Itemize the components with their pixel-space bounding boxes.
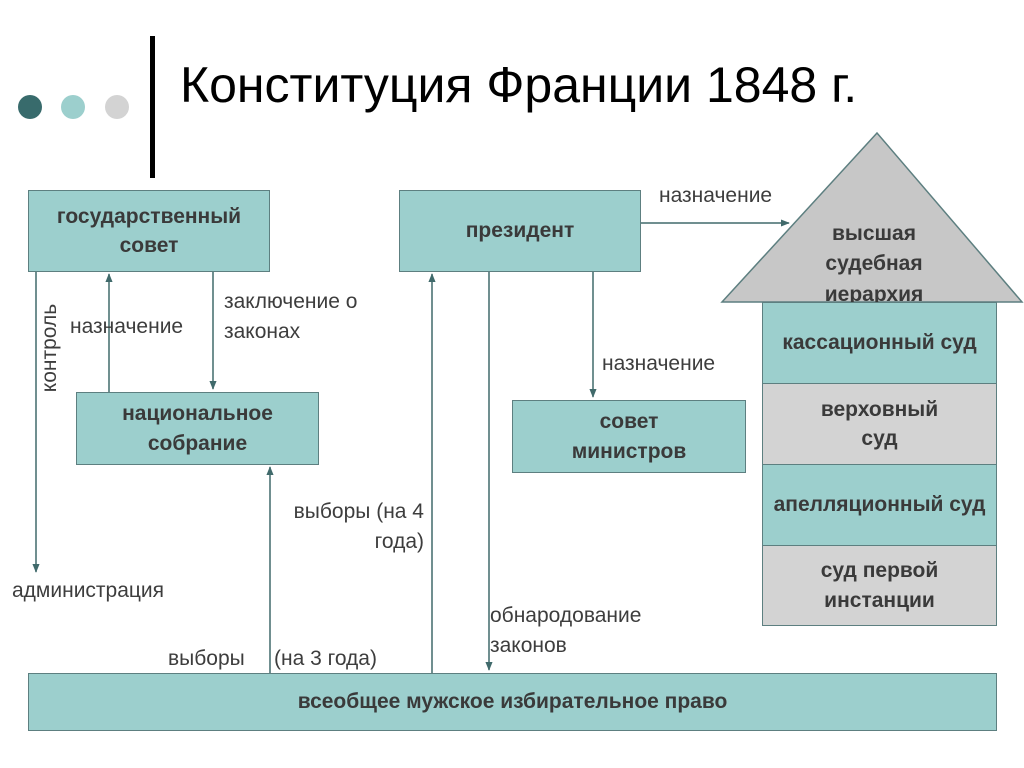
- elections-3-word-label: выборы: [168, 647, 245, 670]
- state-council-label: государственный совет: [56, 204, 242, 257]
- council-of-ministers-label: совет министров: [571, 410, 687, 463]
- decor-dot-grey: [105, 95, 129, 119]
- suffrage-label: всеобщее мужское избирательное право: [297, 690, 728, 714]
- suffrage-box: всеобщее мужское избирательное право: [28, 673, 997, 731]
- court-first-instance-label: суд первой инстанции: [820, 559, 939, 612]
- court-cassation-box: кассационный суд: [762, 302, 997, 384]
- promulgation-label: обнародование законов: [490, 604, 642, 658]
- national-assembly-label: национальное собрание: [122, 402, 273, 455]
- elections-3-term-label: (на 3 года): [274, 647, 377, 670]
- judiciary-roof-label: высшая судебная иерархия: [824, 222, 924, 306]
- president-label: президент: [465, 219, 575, 243]
- appointment-judiciary-label: назначение: [659, 184, 773, 207]
- appointment-ministers-label: назначение: [602, 352, 716, 375]
- state-council-box: государственный совет: [28, 190, 270, 272]
- court-supreme-box: верховный суд: [762, 383, 997, 465]
- decor-dot-teal: [61, 95, 85, 119]
- title-divider: [150, 36, 155, 178]
- law-opinion-label: заключение о законах: [224, 290, 358, 344]
- president-box: президент: [399, 190, 641, 272]
- national-assembly-box: национальное собрание: [76, 392, 319, 465]
- court-supreme-label: верховный суд: [820, 397, 939, 450]
- control-label: контроль: [38, 303, 61, 393]
- decor-dot-dark: [18, 95, 42, 119]
- administration-label: администрация: [12, 579, 165, 602]
- page-title: Конституция Франции 1848 г.: [180, 57, 858, 113]
- council-of-ministers-box: совет министров: [512, 400, 746, 473]
- court-cassation-label: кассационный суд: [782, 331, 977, 355]
- elections-4-label: выборы (на 4 года): [293, 500, 424, 554]
- court-appeal-box: апелляционный суд: [762, 464, 997, 546]
- court-first-instance-box: суд первой инстанции: [762, 545, 997, 626]
- court-appeal-label: апелляционный суд: [773, 493, 986, 517]
- appointment-council-label: назначение: [70, 315, 184, 338]
